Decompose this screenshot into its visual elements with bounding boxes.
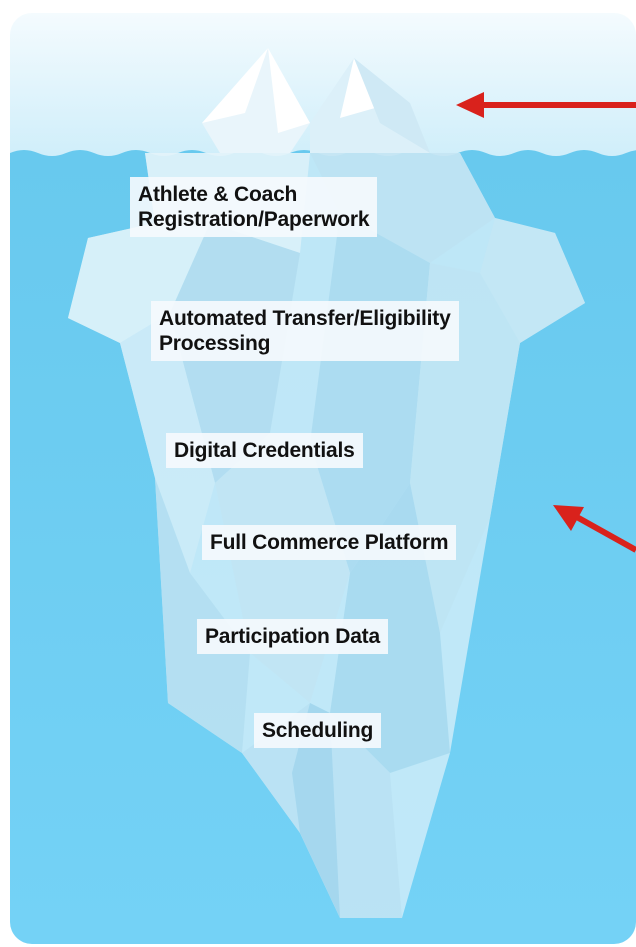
iceberg-diagram: Athlete & Coach Registration/Paperwork A… (10, 13, 636, 944)
arrow-above-water (456, 92, 636, 118)
iceberg-illustration (10, 13, 636, 944)
label-scheduling: Scheduling (254, 713, 382, 748)
iceberg-tip (202, 48, 430, 153)
label-digital-credentials: Digital Credentials (166, 433, 363, 468)
label-transfer-eligibility: Automated Transfer/Eligibility Processin… (151, 301, 459, 361)
label-commerce-platform: Full Commerce Platform (202, 525, 457, 560)
arrow-below-water (553, 505, 636, 553)
label-participation-data: Participation Data (197, 619, 388, 654)
label-registration: Athlete & Coach Registration/Paperwork (130, 177, 378, 237)
